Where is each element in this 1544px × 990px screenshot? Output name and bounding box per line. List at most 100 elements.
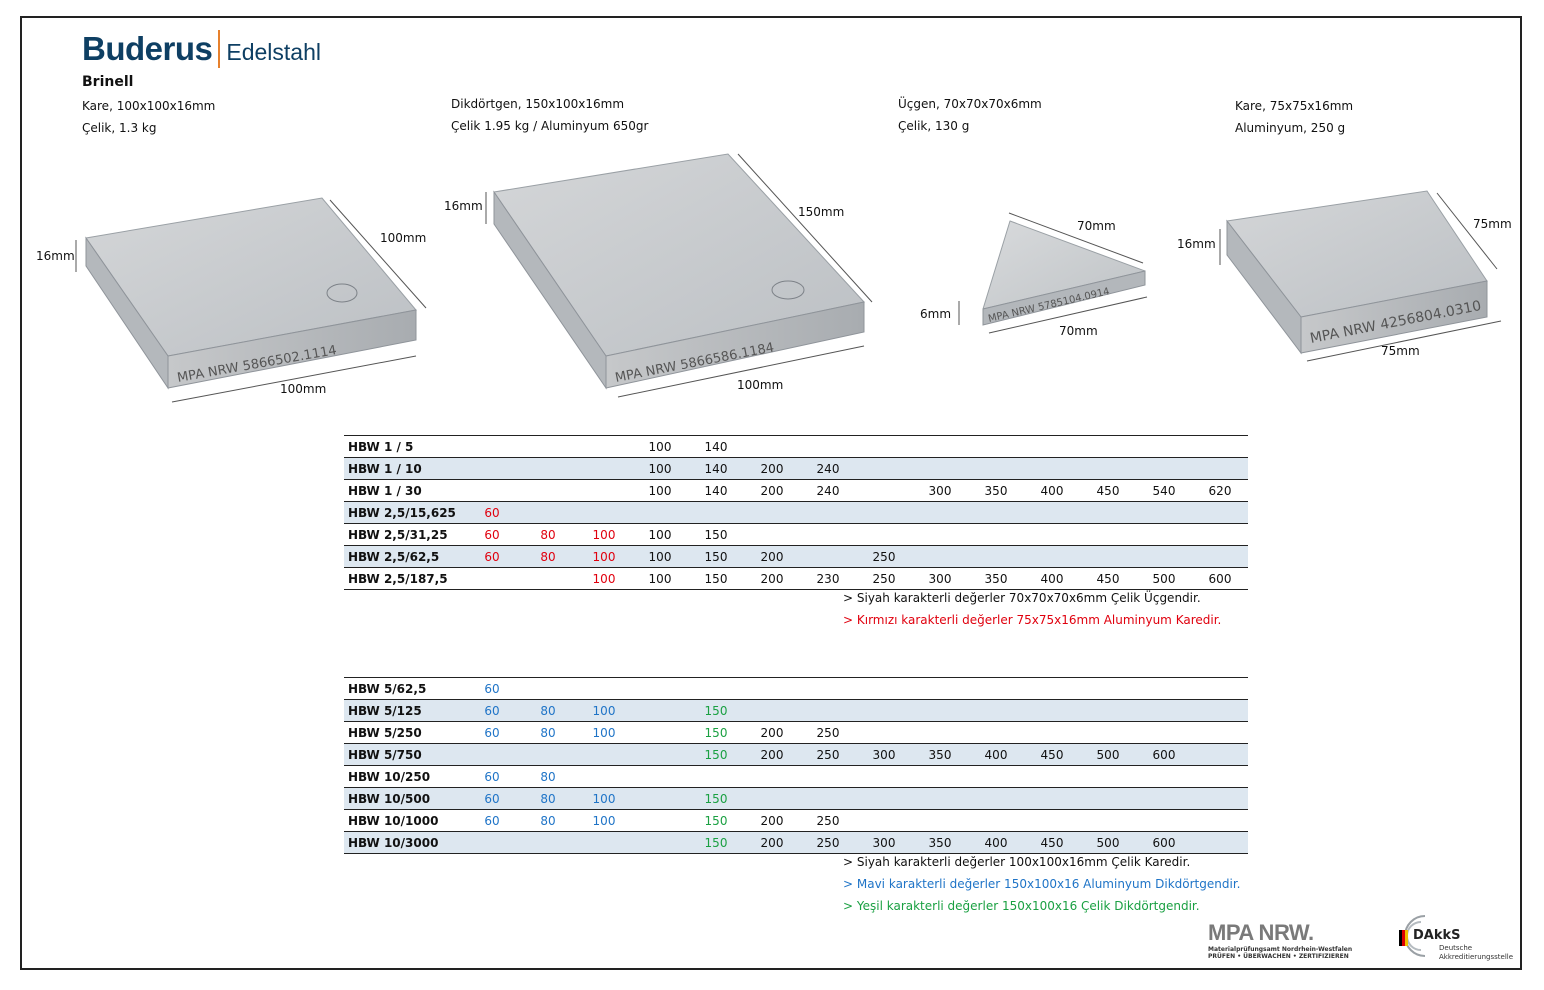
hardness-value-cell [856,809,912,832]
hardness-value-cell [1192,501,1248,524]
hardness-value-cell: 150 [688,567,744,590]
hardness-value-cell [520,501,576,524]
hardness-value-cell: 600 [1192,567,1248,590]
hardness-value-cell: 200 [744,721,800,744]
hardness-value-cell [968,435,1024,458]
hardness-value-cell: 100 [576,721,632,744]
hardness-value-cell: 60 [464,677,520,700]
hardness-value-cell [1192,699,1248,722]
hardness-value-cell [912,523,968,546]
brand-name: Buderus [82,30,213,67]
row-label: HBW 10/250 [344,765,464,788]
spec-line: Kare, 75x75x16mm [1235,99,1354,113]
hardness-value-cell: 150 [688,787,744,810]
hardness-value-cell [856,479,912,502]
hardness-value-cell [1136,677,1192,700]
hardness-value-cell [1136,523,1192,546]
row-label: HBW 2,5/15,625 [344,501,464,524]
table1-note-black: > Siyah karakterli değerler 70x70x70x6mm… [843,591,1201,605]
hardness-value-cell [912,457,968,480]
row-label: HBW 1 / 30 [344,479,464,502]
hardness-value-cell: 100 [576,545,632,568]
spec-block: Dikdörtgen, 150x100x16mm Çelik 1.95 kg /… [451,93,648,137]
hardness-value-cell [1080,809,1136,832]
dim-label: 100mm [280,382,326,396]
dim-label: 75mm [1381,344,1420,358]
hardness-value-cell [1192,831,1248,854]
hardness-value-cell [576,435,632,458]
hardness-value-cell: 150 [688,545,744,568]
hardness-value-cell [632,743,688,766]
hardness-value-cell: 250 [856,567,912,590]
hardness-value-cell: 80 [520,699,576,722]
hardness-value-cell [744,677,800,700]
hardness-value-cell [464,743,520,766]
hardness-value-cell [800,787,856,810]
dakks-mark: DAkkS [1413,928,1461,943]
hardness-value-cell [688,765,744,788]
hardness-value-cell [632,765,688,788]
hardness-value-cell [1024,721,1080,744]
hardness-value-cell: 300 [912,479,968,502]
mpa-logo-line: PRÜFEN • ÜBERWACHEN • ZERTIFIZIEREN [1208,953,1349,960]
hardness-value-cell [1024,545,1080,568]
hardness-value-cell: 200 [744,831,800,854]
hardness-value-cell [968,677,1024,700]
mpa-logo-mark: MPA NRW. [1208,920,1314,945]
hardness-value-cell [576,479,632,502]
hardness-value-cell: 350 [968,479,1024,502]
hardness-value-cell [1136,545,1192,568]
hardness-value-cell [1080,435,1136,458]
hardness-value-cell [1192,743,1248,766]
hardness-value-cell [1024,435,1080,458]
row-label: HBW 2,5/31,25 [344,523,464,546]
hardness-value-cell: 100 [632,435,688,458]
hardness-value-cell [744,787,800,810]
hardness-value-cell: 150 [688,721,744,744]
hardness-value-cell: 600 [1136,831,1192,854]
hardness-value-cell [632,677,688,700]
hardness-value-cell [576,765,632,788]
hardness-value-cell: 250 [800,809,856,832]
hardness-value-cell [520,831,576,854]
hardness-value-cell [1080,545,1136,568]
row-label: HBW 10/3000 [344,831,464,854]
row-label: HBW 10/1000 [344,809,464,832]
hardness-value-cell: 140 [688,457,744,480]
hardness-value-cell: 100 [576,523,632,546]
hardness-value-cell: 80 [520,523,576,546]
hardness-value-cell: 100 [576,567,632,590]
hardness-value-cell [464,831,520,854]
hardness-value-cell [1192,435,1248,458]
hardness-value-cell [1024,457,1080,480]
hardness-value-cell [912,721,968,744]
hardness-value-cell: 60 [464,545,520,568]
hardness-value-cell [800,523,856,546]
hardness-value-cell: 150 [688,831,744,854]
hardness-value-cell: 100 [576,809,632,832]
hardness-value-cell [632,809,688,832]
hardness-value-cell: 100 [632,545,688,568]
hardness-value-cell [1192,809,1248,832]
hardness-value-cell [1080,677,1136,700]
hardness-value-cell [856,721,912,744]
dim-label: 70mm [1077,219,1116,233]
spec-block: Kare, 100x100x16mm Çelik, 1.3 kg [82,95,215,139]
hardness-value-cell: 80 [520,787,576,810]
hardness-value-cell [1024,501,1080,524]
hardness-value-cell [800,545,856,568]
hardness-value-cell [464,435,520,458]
hardness-value-cell [856,787,912,810]
hardness-value-cell [1136,765,1192,788]
hardness-value-cell: 100 [632,523,688,546]
hardness-value-cell: 200 [744,809,800,832]
hardness-value-cell: 60 [464,721,520,744]
hardness-value-cell: 80 [520,765,576,788]
hardness-value-cell [576,743,632,766]
hardness-value-cell: 400 [968,743,1024,766]
hardness-value-cell [744,523,800,546]
